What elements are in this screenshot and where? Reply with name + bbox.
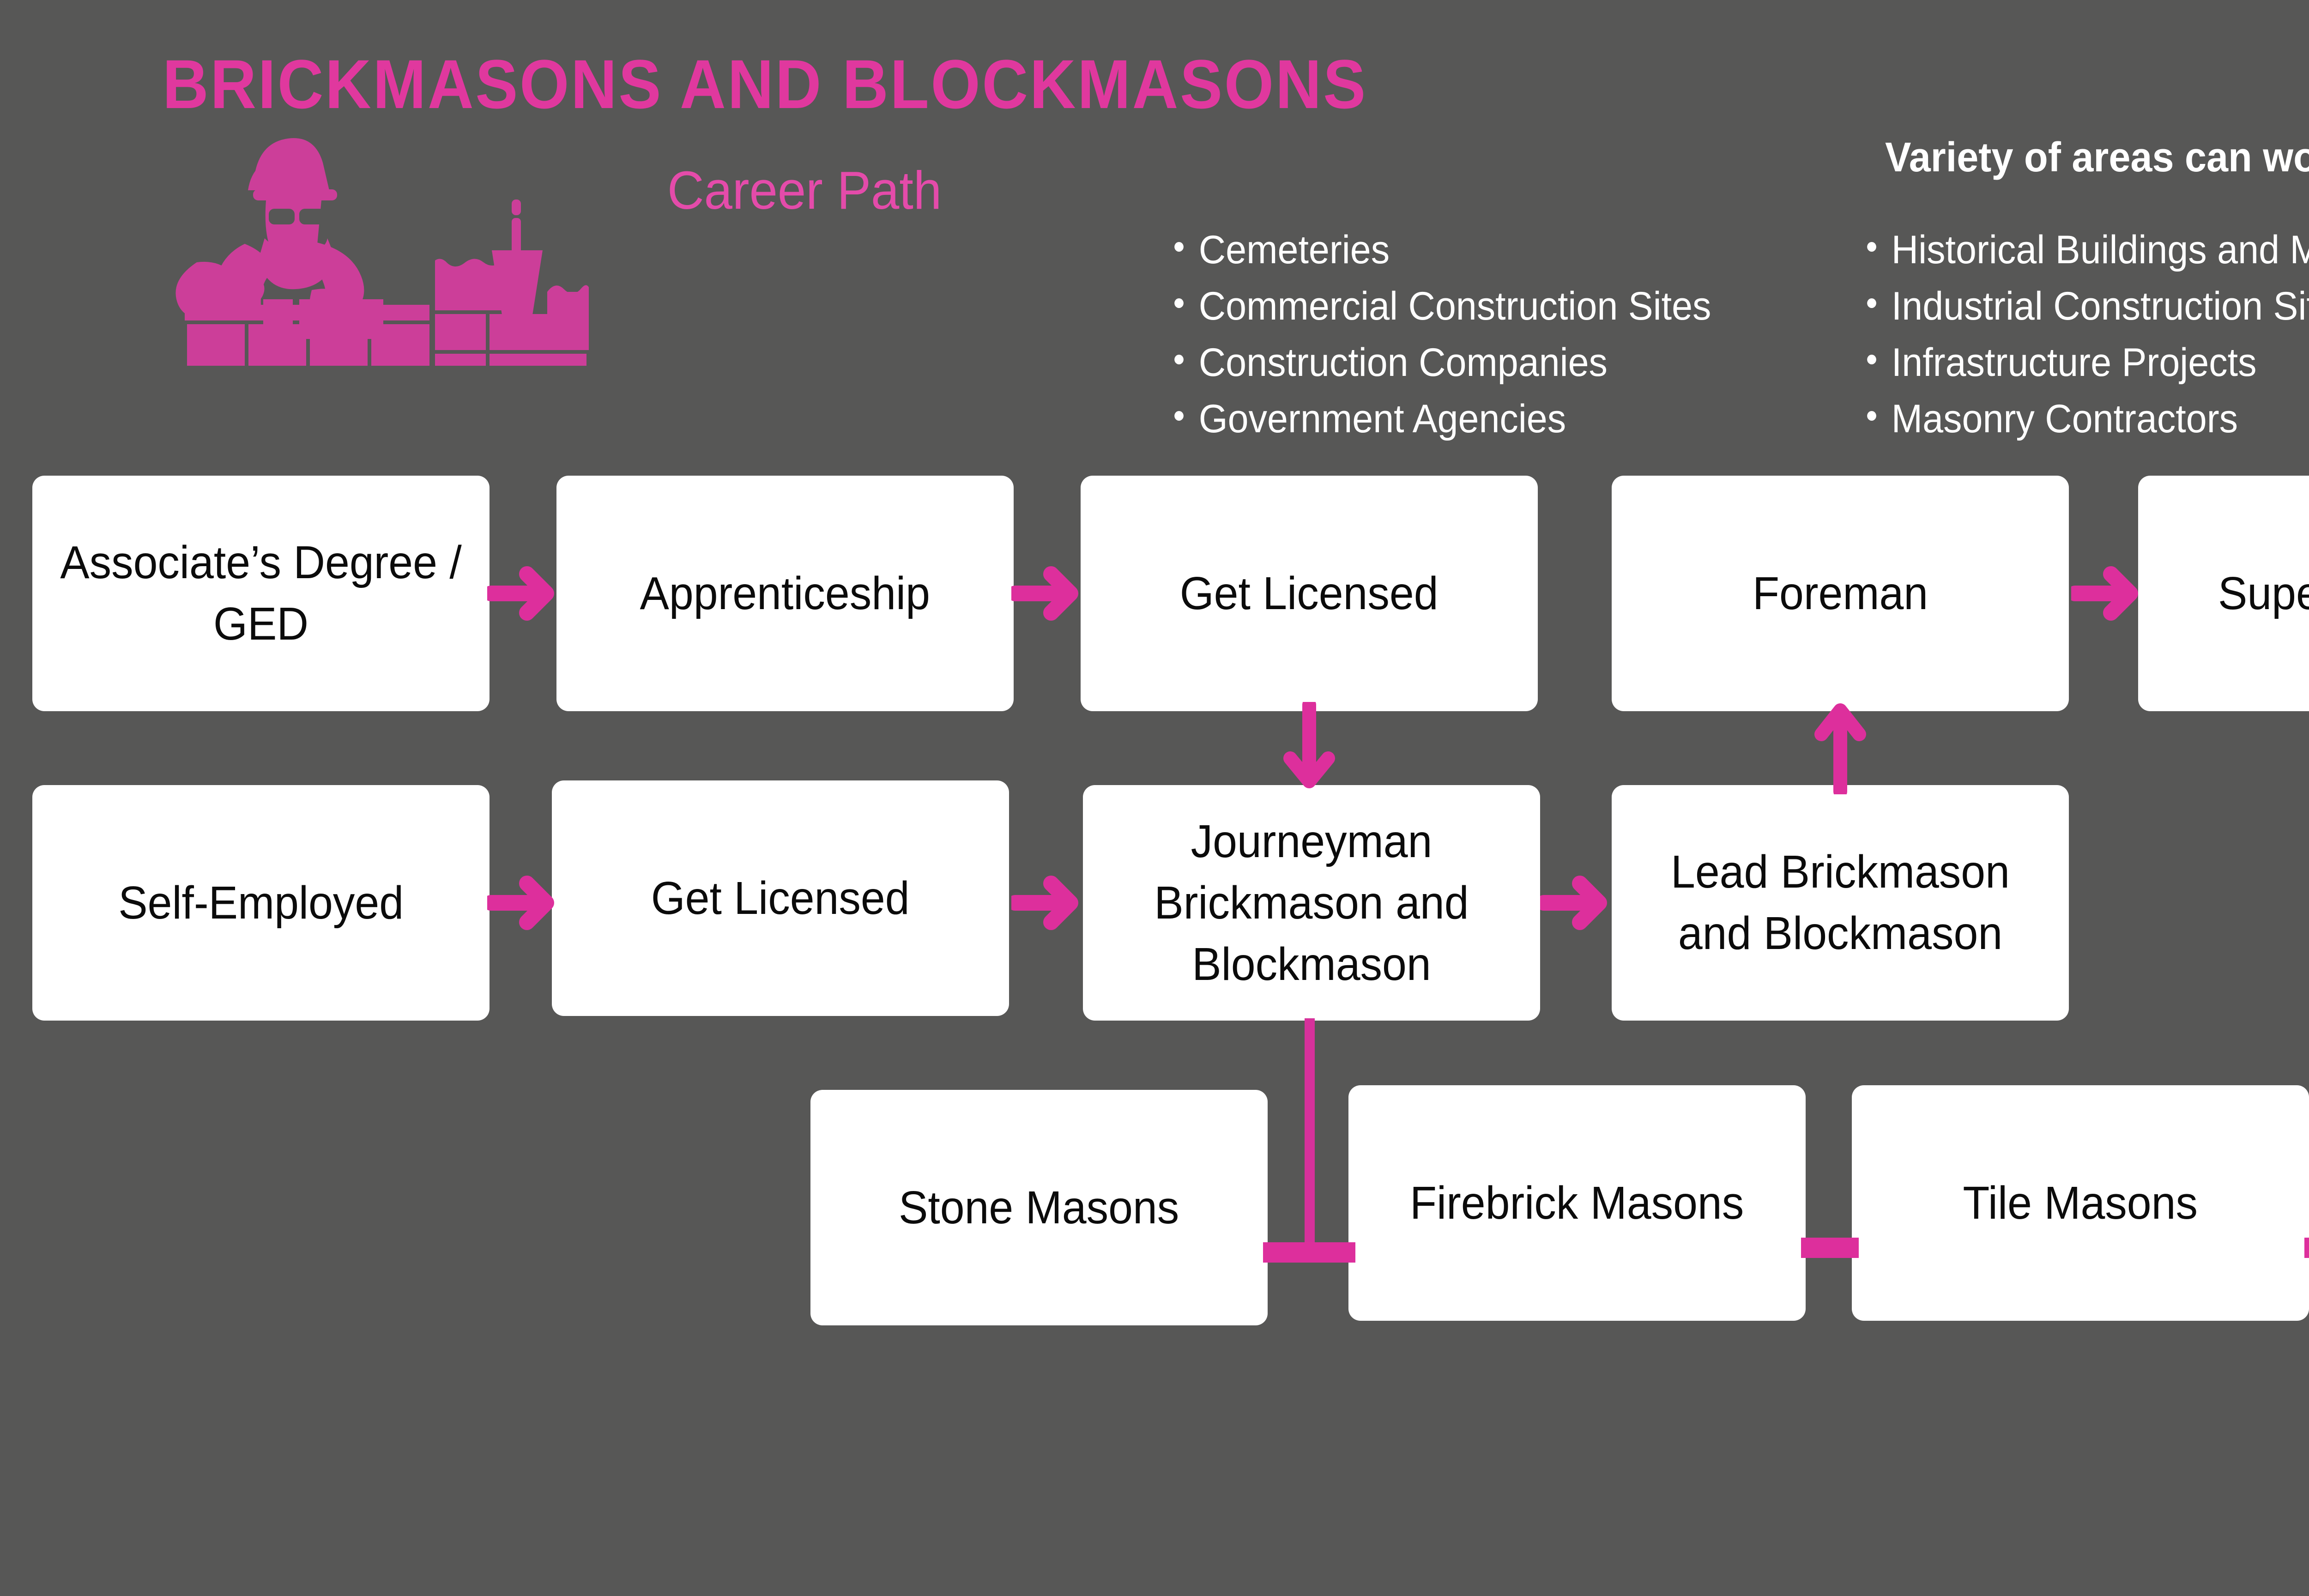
list-item: Infrastructure Projects xyxy=(1861,334,2309,391)
flow-node-stone-masons[interactable]: Stone Masons xyxy=(810,1090,1268,1325)
flow-node-get-licensed-top[interactable]: Get Licensed xyxy=(1081,476,1538,711)
areas-heading: Variety of areas can work at: xyxy=(1885,134,2309,181)
arrow-right-icon xyxy=(1011,566,1078,621)
list-item: Government Agencies xyxy=(1168,391,1711,447)
flow-node-lead-brickmason[interactable]: Lead Brickmason and Blockmason xyxy=(1612,785,2069,1021)
list-item: Construction Companies xyxy=(1168,334,1711,391)
list-item: Masonry Contractors xyxy=(1861,391,2309,447)
list-item: Cemeteries xyxy=(1168,222,1711,278)
flow-node-associate-degree[interactable]: Associate’s Degree / GED xyxy=(32,476,490,711)
arrow-right-icon xyxy=(487,566,554,621)
flow-node-self-employed[interactable]: Self-Employed xyxy=(32,785,490,1021)
list-item: Industrial Construction Sites xyxy=(1861,278,2309,334)
flow-node-label: Firebrick Masons xyxy=(1410,1177,1744,1229)
arrow-right-icon xyxy=(2071,566,2138,621)
subtitle: Career Path xyxy=(667,160,942,220)
flow-node-superintendent[interactable]: Superintendent xyxy=(2138,476,2309,711)
areas-list: Historical Buildings and Monuments Indus… xyxy=(1861,222,2309,447)
arrow-right-icon xyxy=(487,876,554,930)
arrow-right-icon xyxy=(1540,876,1607,930)
flow-node-label: Lead Brickmason and Blockmason xyxy=(1671,846,2010,959)
flow-node-label: Self-Employed xyxy=(118,877,404,929)
connector-stone-to-firebrick xyxy=(1263,1242,1355,1263)
arrow-down-icon xyxy=(1283,702,1335,788)
flow-node-firebrick-masons[interactable]: Firebrick Masons xyxy=(1348,1085,1806,1321)
page-title: BRICKMASONS AND BLOCKMASONS xyxy=(163,45,1367,123)
connector-tile-to-terrazzo xyxy=(2304,1238,2309,1258)
flow-node-label: Get Licensed xyxy=(1180,567,1439,619)
flow-node-label: Tile Masons xyxy=(1963,1177,2198,1229)
flow-node-label: Stone Masons xyxy=(899,1181,1179,1233)
work-settings-list: Cemeteries Commercial Construction Sites… xyxy=(1168,222,1746,447)
arrow-up-icon xyxy=(1814,703,1866,794)
flow-node-label: Get Licensed xyxy=(651,872,910,924)
flow-node-get-licensed-bottom[interactable]: Get Licensed xyxy=(552,780,1009,1016)
flow-node-label: Associate’s Degree / GED xyxy=(60,537,462,650)
arrow-right-icon xyxy=(1011,876,1078,930)
flow-node-label: Superintendent xyxy=(2218,567,2309,619)
flow-node-apprenticeship[interactable]: Apprenticeship xyxy=(556,476,1014,711)
list-item: Commercial Construction Sites xyxy=(1168,278,1711,334)
flow-node-tile-masons[interactable]: Tile Masons xyxy=(1852,1085,2309,1321)
flow-node-foreman[interactable]: Foreman xyxy=(1612,476,2069,711)
flow-node-label: Apprenticeship xyxy=(640,567,931,619)
list-item: Historical Buildings and Monuments xyxy=(1861,222,2309,278)
connector-journeyman-to-specialties xyxy=(1305,1018,1315,1254)
connector-firebrick-to-tile xyxy=(1801,1238,1859,1258)
brickmason-worker-illustration xyxy=(175,138,589,366)
flow-node-label: Foreman xyxy=(1752,567,1928,619)
flow-node-journeyman[interactable]: Journeyman Brickmason and Blockmason xyxy=(1083,785,1540,1021)
flow-node-label: Journeyman Brickmason and Blockmason xyxy=(1154,815,1469,990)
